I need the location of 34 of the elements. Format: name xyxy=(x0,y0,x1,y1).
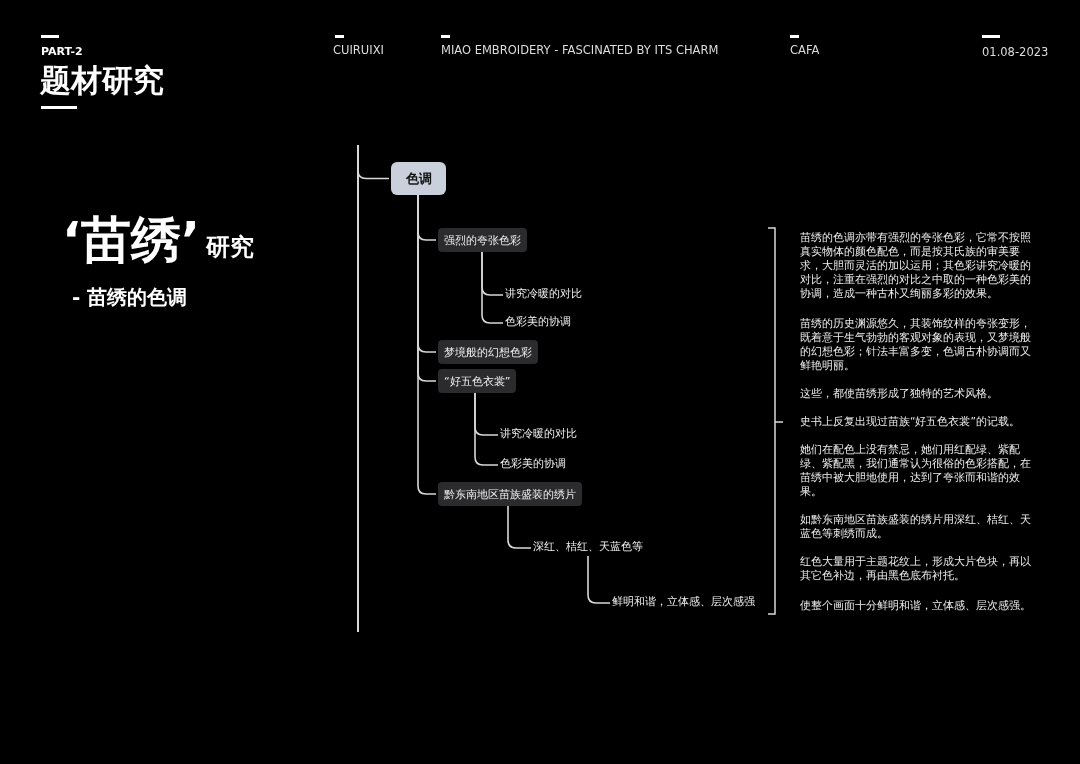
section-label: PART-2 xyxy=(41,45,83,58)
topic-text: 讲究冷暖的对比 xyxy=(505,287,582,301)
header-text: 01.08-2023 xyxy=(982,45,1049,59)
paragraph: 史书上反复出现过苗族“好五色衣裳”的记载。 xyxy=(800,414,1021,428)
paragraph: 使整个画面十分鲜明和谐，立体感、层次感强。 xyxy=(800,598,1032,612)
topic-text: 讲究冷暖的对比 xyxy=(500,427,577,441)
connector xyxy=(587,555,611,604)
topic-box: 强烈的夸张色彩 xyxy=(438,228,527,252)
title: 题材研究 xyxy=(40,61,164,100)
root-topic-box: 色调 xyxy=(391,162,446,195)
connector xyxy=(481,251,504,324)
topic-text: 色彩美的协调 xyxy=(505,315,571,329)
paragraph: 这些，都使苗绣形成了独特的艺术风格。 xyxy=(800,386,999,400)
heading-text: 研究 xyxy=(206,232,254,262)
subheading-text: - 苗绣的色调 xyxy=(72,284,188,310)
connector xyxy=(417,194,437,495)
topic-box: 黔东南地区苗族盛装的绣片 xyxy=(438,482,582,506)
paragraph: 她们在配色上没有禁忌，她们用红配绿、紫配绿、紫配黑，我们通常认为很俗的色彩搭配，在苗绣中被大胆地使用，达到了夸张而和谐的效果。 xyxy=(800,442,1032,498)
paragraph: 苗绣的色调亦带有强烈的夸张色彩，它常不按照真实物体的颜色配色，而是按其氏族的审美要求，大胆而灵活的加以运用；其色彩讲究冷暖的对比，注重在强烈的对比之中取的一种色彩美的协调，造成一种古朴又绚丽多彩的效果。 xyxy=(800,230,1032,300)
connector xyxy=(507,505,532,549)
topic-box: “好五色衣裳” xyxy=(438,369,517,393)
connector xyxy=(357,169,390,180)
topic-box: 梦境般的幻想色彩 xyxy=(438,340,538,364)
connector xyxy=(474,392,499,466)
paragraph: 苗绣的历史渊源悠久，其装饰纹样的夸张变形，既着意于生气勃勃的客观对象的表现，又梦境般的幻想色彩；针法丰富多变，色调古朴协调而又鲜艳明丽。 xyxy=(800,316,1032,372)
paragraph: 如黔东南地区苗族盛装的绣片用深红、桔红、天蓝色等刺绣而成。 xyxy=(800,512,1032,540)
header-text: CAFA xyxy=(790,43,820,57)
topic-text: 色彩美的协调 xyxy=(500,457,566,471)
topic-text: 深红、桔红、天蓝色等 xyxy=(533,540,643,554)
paragraph: 红色大量用于主题花纹上，形成大片色块，再以其它色补边，再由黑色底布衬托。 xyxy=(800,554,1032,582)
header-text: CUIRUIXI xyxy=(333,43,384,57)
heading-text: ‘苗绣’ xyxy=(62,210,200,271)
header-text: MIAO EMBROIDERY - FASCINATED BY ITS CHARM xyxy=(441,43,719,57)
topic-text: 鲜明和谐，立体感、层次感强 xyxy=(612,595,755,609)
